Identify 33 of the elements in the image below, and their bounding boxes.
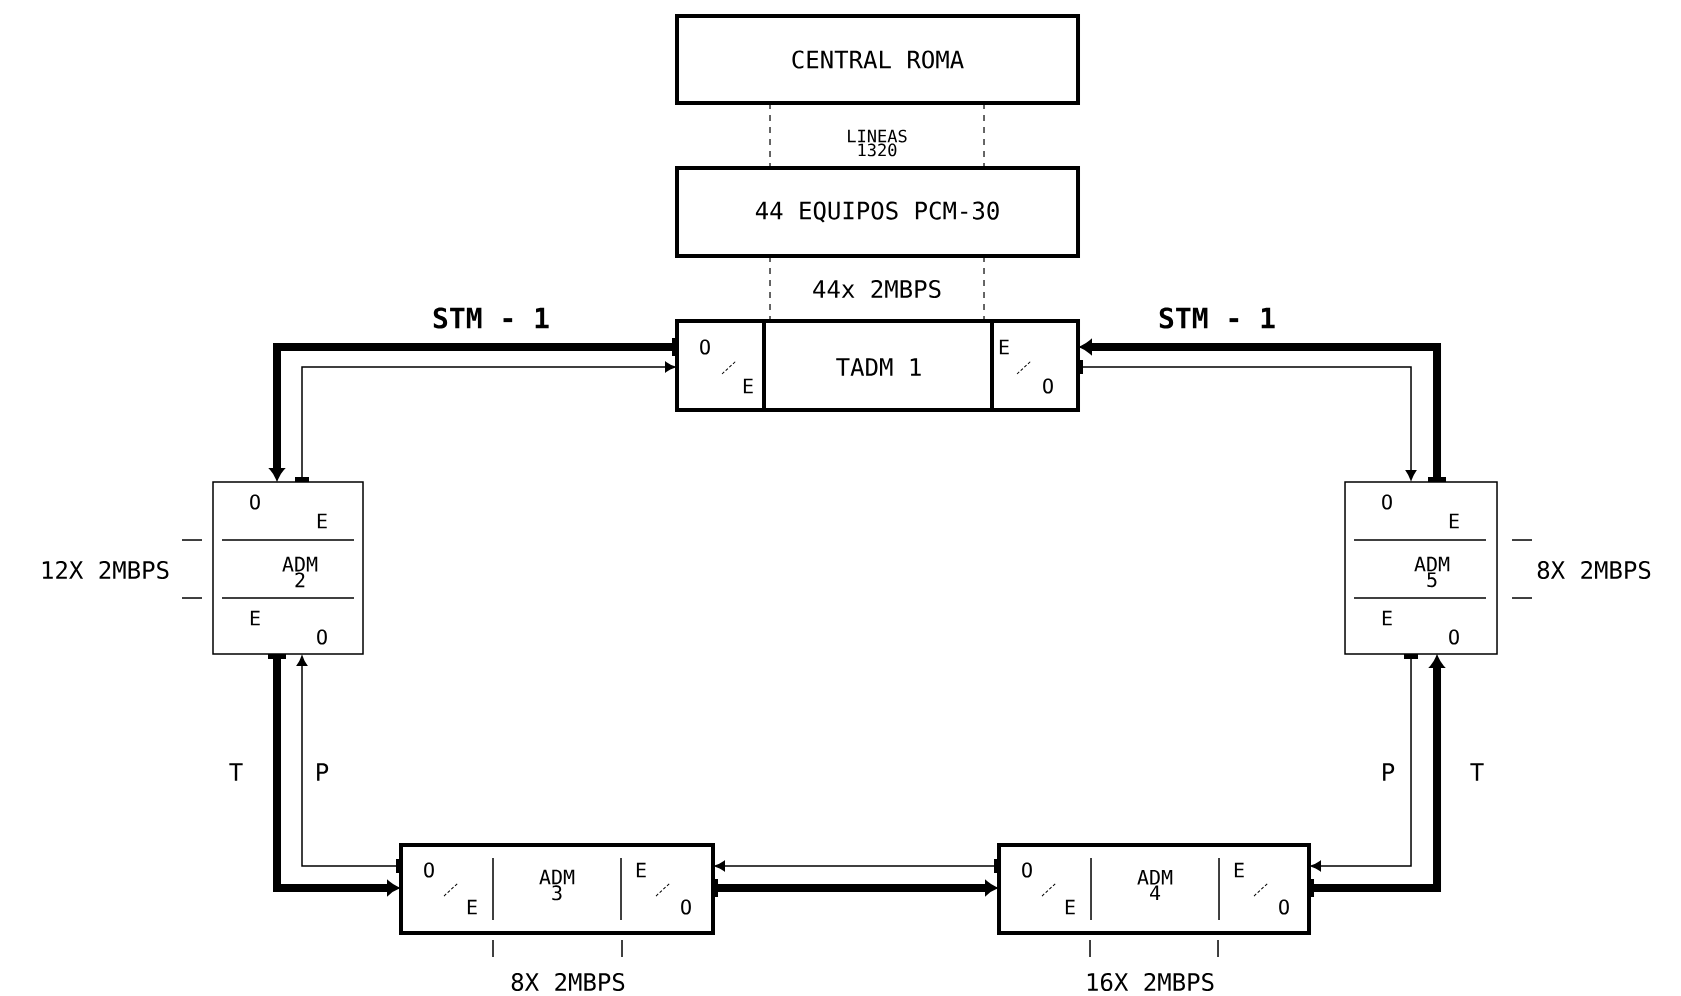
- multiplexer-box: O E TADM 1 E O: [675, 319, 1080, 412]
- multiplexer-box: O E ADM 4 E O: [997, 843, 1311, 935]
- path-letter: T: [229, 763, 243, 781]
- line-label: 44x 2MBPS: [813, 279, 941, 299]
- rate-label: 8X 2MBPS: [1537, 560, 1651, 580]
- path-letter: P: [1383, 763, 1395, 781]
- path-letter: P: [317, 763, 329, 781]
- dashed-line: [769, 102, 771, 169]
- dashed-line: [983, 255, 985, 322]
- arrow: [1080, 340, 1446, 482]
- rate-label: 8X 2MBPS: [511, 972, 625, 992]
- rate-label: 12X 2MBPS: [42, 560, 169, 580]
- arrow: [270, 338, 677, 480]
- path-letter: T: [1470, 763, 1484, 781]
- link-label: STM - 1: [433, 307, 549, 329]
- dashed-line: [769, 255, 771, 322]
- arrow: [1078, 360, 1417, 481]
- link-label: STM - 1: [1159, 307, 1275, 329]
- dashed-line: [983, 102, 985, 169]
- rate-label: 16X 2MBPS: [1087, 972, 1214, 992]
- arrow: [714, 859, 999, 873]
- equipment-box: 44 EQUIPOS PCM-30: [675, 166, 1080, 258]
- arrow: [268, 654, 399, 896]
- equipment-box: CENTRAL ROMA: [675, 14, 1080, 105]
- arrow: [295, 361, 676, 482]
- arrow: [1310, 654, 1418, 872]
- multiplexer-box: O E ADM 5 E O: [1344, 481, 1498, 655]
- arrow: [296, 655, 401, 873]
- multiplexer-box: O E ADM 2 E O: [212, 481, 364, 655]
- line-label: LINEAS 1320: [848, 129, 907, 157]
- arrow: [713, 879, 997, 897]
- arrow: [1309, 656, 1445, 897]
- multiplexer-box: O E ADM 3 E O: [399, 843, 715, 935]
